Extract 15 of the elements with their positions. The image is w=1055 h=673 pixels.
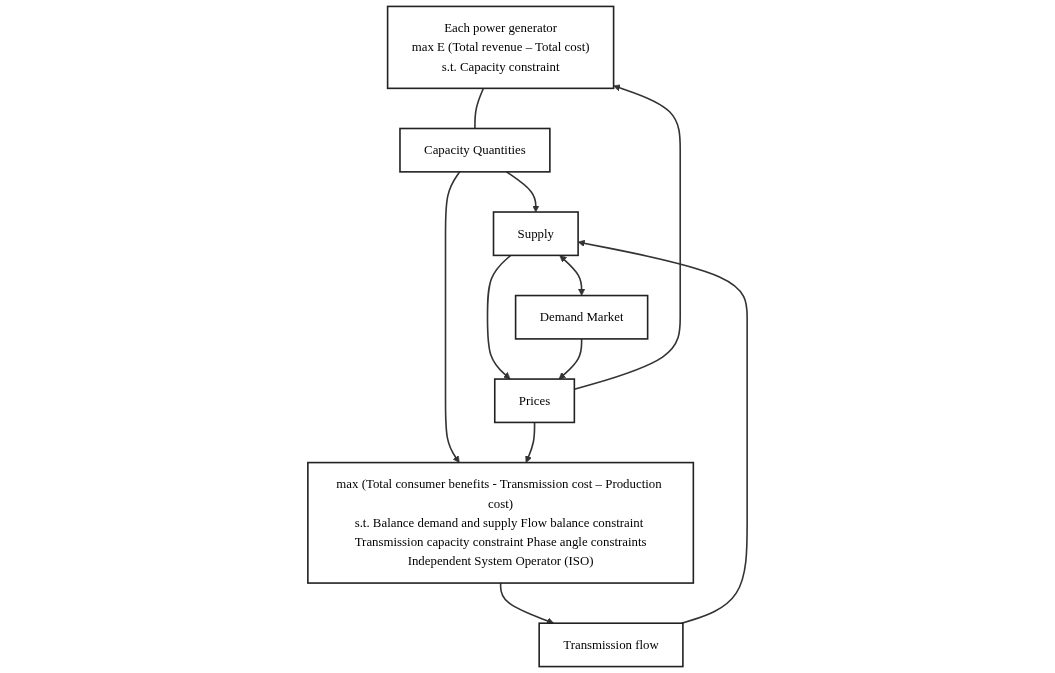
node-box: Each power generator max E (Total revenue – Total cost) s.t. Capacity constraint: [386, 5, 615, 90]
arrow: [558, 338, 583, 380]
arrow: [444, 171, 461, 463]
node-box: max (Total consumer benefits - Transmission cost – Production cost) s.t. Balance demand and supply Flow balance constraint Transmission capacity constraint Phase angle constraints Independent System Operator (ISO): [307, 461, 695, 584]
node-box: Demand Market: [514, 294, 649, 340]
arrow: [559, 255, 586, 296]
node-box: Transmission flow: [538, 622, 684, 668]
arrow: [505, 171, 540, 213]
node-box: Supply: [492, 211, 579, 257]
connector: [474, 87, 485, 130]
arrow: [499, 582, 554, 625]
node-box: Capacity Quantities: [399, 127, 551, 173]
arrow: [525, 421, 536, 463]
node-box: Prices: [493, 378, 576, 424]
arrow: [486, 254, 512, 380]
